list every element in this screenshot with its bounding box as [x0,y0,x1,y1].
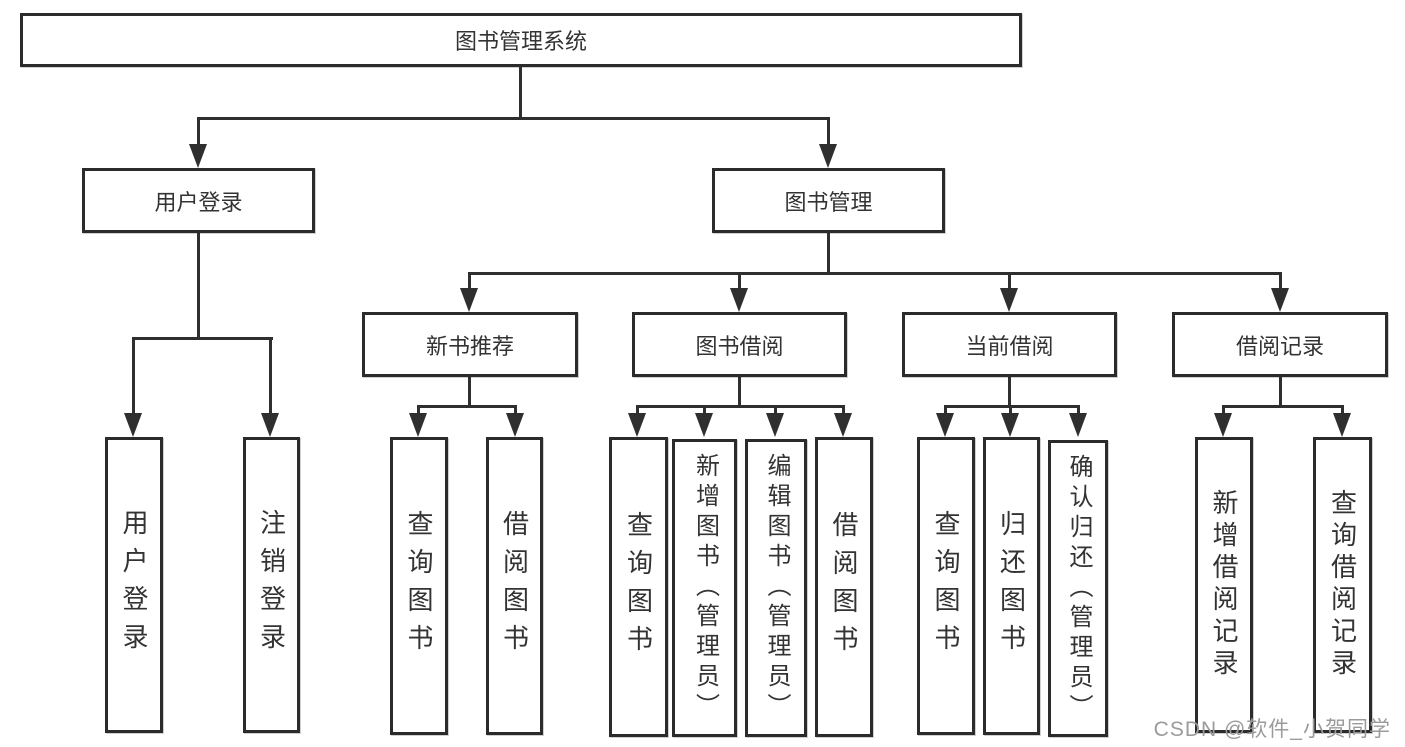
arrow-down-icon [189,144,207,168]
connector-line [738,272,741,291]
leaf-bb-query-books-label: 查询图书 [623,511,654,663]
leaf-cb-confirm-return-label: 确认归还（管理员） [1065,453,1092,724]
leaf-rec-query-books-label: 查询图书 [404,510,434,662]
arrow-down-icon [1001,413,1019,437]
node-book-borrow: 图书借阅 [632,312,847,377]
arrow-down-icon [1000,288,1018,312]
arrow-down-icon [936,413,954,437]
connector-line [1341,405,1344,417]
leaf-cb-confirm-return: 确认归还（管理员） [1048,440,1108,737]
leaf-cb-query-books: 查询图书 [917,437,975,735]
leaf-user-login: 用户登录 [105,437,163,733]
leaf-user-login-label: 用户登录 [119,509,149,661]
node-root-label: 图书管理系统 [454,29,587,54]
node-current-borrow: 当前借阅 [902,312,1117,377]
leaf-rec-borrow-books: 借阅图书 [486,437,543,735]
node-new-book-rec-label: 新书推荐 [425,333,514,359]
leaf-bb-edit-books-label: 编辑图书（管理员） [763,453,790,723]
arrow-down-icon [1333,413,1351,437]
arrow-down-icon [124,413,142,437]
node-user-login-label: 用户登录 [154,189,243,215]
connector-line [774,405,777,417]
leaf-bb-borrow-books: 借阅图书 [815,437,873,737]
leaf-bb-add-books: 新增图书（管理员） [672,439,737,737]
connector-line [197,233,200,340]
connector-line [944,405,1080,408]
arrow-down-icon [695,413,713,437]
connector-line [1077,405,1080,417]
watermark: CSDN @软件_小贺同学 [1153,718,1391,741]
connector-line [1222,405,1225,417]
connector-line [842,405,845,417]
connector-line [417,405,517,408]
leaf-bb-query-books: 查询图书 [609,437,668,737]
leaf-bb-edit-books: 编辑图书（管理员） [745,439,807,737]
node-book-mgmt: 图书管理 [712,168,945,233]
arrow-down-icon [819,144,837,168]
arrow-down-icon [834,413,852,437]
leaf-rec-query-books: 查询图书 [390,437,448,735]
node-root: 图书管理系统 [20,13,1022,67]
connector-line [738,377,741,408]
arrow-down-icon [409,413,427,437]
arrow-down-icon [1214,413,1232,437]
connector-line [468,377,471,408]
leaf-bb-borrow-books-label: 借阅图书 [829,511,859,663]
leaf-cb-return-books: 归还图书 [983,437,1040,735]
node-book-mgmt-label: 图书管理 [784,189,873,215]
connector-line [197,117,830,120]
node-new-book-rec: 新书推荐 [362,312,578,377]
node-borrow-record: 借阅记录 [1172,312,1388,377]
connector-line [519,67,522,119]
arrow-down-icon [766,413,784,437]
node-borrow-record-label: 借阅记录 [1235,333,1324,359]
arrow-down-icon [730,288,748,312]
arrow-down-icon [628,413,646,437]
connector-line [1009,405,1012,417]
leaf-rec-borrow-books-label: 借阅图书 [499,510,530,662]
leaf-logout-label: 注销登录 [256,509,287,661]
leaf-br-add-record-label: 新增借阅记录 [1209,489,1239,681]
connector-line [703,405,706,417]
node-current-borrow-label: 当前借阅 [965,333,1054,359]
connector-line [132,337,135,416]
arrow-down-icon [1069,413,1087,437]
connector-line [468,272,471,291]
arrow-down-icon [506,413,524,437]
connector-line [1008,272,1011,291]
arrow-down-icon [460,288,478,312]
leaf-cb-query-books-label: 查询图书 [931,510,961,662]
leaf-br-add-record: 新增借阅记录 [1195,437,1253,733]
node-user-login: 用户登录 [82,168,315,233]
connector-line [1222,405,1344,408]
connector-line [636,405,639,417]
leaf-br-query-record: 查询借阅记录 [1313,437,1372,733]
connector-line [1279,272,1282,291]
connector-line [827,233,830,275]
leaf-bb-add-books-label: 新增图书（管理员） [691,453,719,723]
connector-line [417,405,420,417]
leaf-cb-return-books-label: 归还图书 [996,510,1027,662]
arrow-down-icon [261,413,279,437]
connector-line [197,117,200,147]
connector-line [1008,377,1011,408]
connector-line [269,337,272,416]
connector-line [944,405,947,417]
node-book-borrow-label: 图书借阅 [695,333,784,359]
connector-line [514,405,517,417]
leaf-br-query-record-label: 查询借阅记录 [1327,489,1358,681]
connector-line [1279,377,1282,408]
connector-line [132,337,273,340]
connector-line [636,405,845,408]
connector-line [827,117,830,147]
connector-line [468,272,1282,275]
leaf-logout: 注销登录 [243,437,300,733]
arrow-down-icon [1271,288,1289,312]
